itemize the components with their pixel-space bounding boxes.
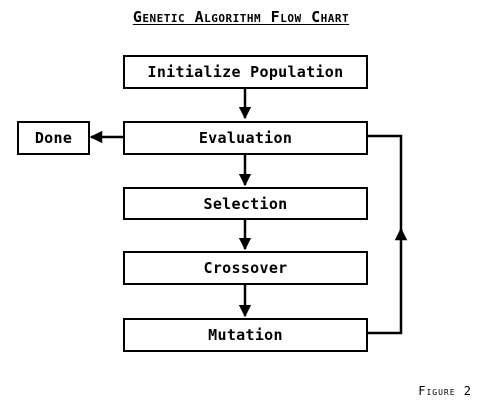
loop-mutation-up	[368, 227, 408, 335]
node-evaluation: Evaluation	[123, 121, 368, 155]
node-crossover: Crossover	[123, 251, 368, 285]
node-initialize-population: Initialize Population	[123, 55, 368, 89]
node-selection: Selection	[123, 187, 368, 220]
loop-to-evaluation	[368, 134, 403, 232]
diagram-title: Genetic Algorithm Flow Chart	[132, 8, 350, 26]
node-done: Done	[17, 121, 90, 155]
figure-label: Figure 2	[418, 384, 472, 398]
node-mutation: Mutation	[123, 318, 368, 352]
